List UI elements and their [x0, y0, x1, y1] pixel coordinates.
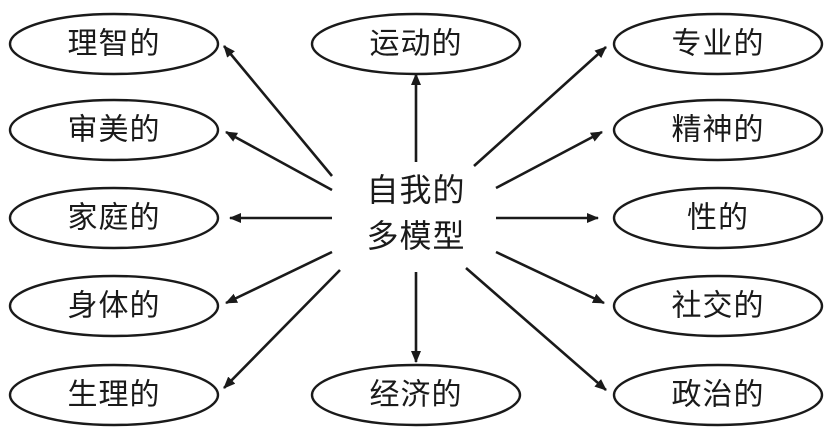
- node-rational-label: 理智的: [68, 27, 161, 62]
- node-body: 身体的: [8, 274, 220, 338]
- node-aesthetic-label: 审美的: [68, 113, 161, 148]
- node-sexual: 性的: [612, 186, 824, 250]
- node-aesthetic: 审美的: [8, 98, 220, 162]
- edge-to-spiritual: [495, 130, 603, 190]
- node-professional-label: 专业的: [672, 27, 765, 62]
- center-node: 自我的 多模型: [366, 171, 465, 255]
- node-body-label: 身体的: [68, 289, 161, 324]
- node-political: 政治的: [612, 363, 824, 427]
- edge-to-body: [225, 250, 333, 305]
- edge-to-social: [495, 250, 605, 305]
- center-label-line2: 多模型: [366, 217, 465, 255]
- center-label-line1: 自我的: [366, 171, 465, 209]
- node-social-label: 社交的: [672, 289, 765, 324]
- node-economic-label: 经济的: [370, 378, 463, 413]
- edge-to-professional: [473, 46, 607, 167]
- edge-to-physiological: [223, 269, 341, 389]
- node-political-label: 政治的: [672, 378, 765, 413]
- edge-to-rational: [223, 45, 333, 177]
- node-family-label: 家庭的: [68, 201, 161, 236]
- node-economic: 经济的: [310, 363, 522, 427]
- node-spiritual-label: 精神的: [672, 113, 765, 148]
- node-spiritual: 精神的: [612, 98, 824, 162]
- node-physiological: 生理的: [8, 363, 220, 427]
- node-sexual-label: 性的: [687, 201, 749, 236]
- node-family: 家庭的: [8, 186, 220, 250]
- node-sports: 运动的: [310, 12, 522, 76]
- node-sports-label: 运动的: [370, 27, 463, 62]
- edges: [223, 45, 607, 391]
- edge-to-political: [465, 267, 607, 391]
- node-social: 社交的: [612, 274, 824, 338]
- edge-to-aesthetic: [225, 130, 333, 192]
- node-physiological-label: 生理的: [68, 378, 161, 413]
- node-rational: 理智的: [8, 12, 220, 76]
- node-professional: 专业的: [612, 12, 824, 76]
